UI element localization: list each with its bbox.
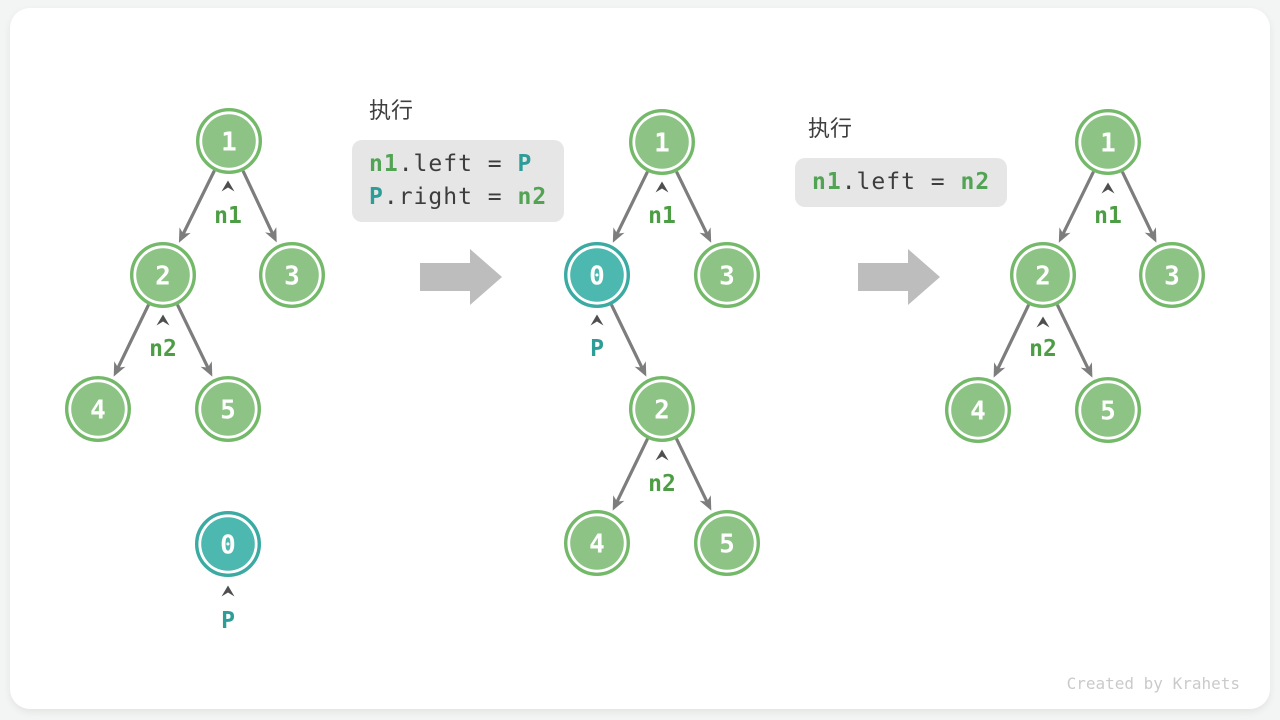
code-line: n1.left = n2 <box>812 166 990 199</box>
code-token: .left = <box>398 151 518 177</box>
code-token: .left = <box>841 169 961 195</box>
exec-label: 执行 <box>369 98 414 123</box>
code-token: n1 <box>369 151 399 177</box>
credit-text: Created by Krahets <box>1066 674 1240 693</box>
code-token: n2 <box>517 184 548 210</box>
code-token: P <box>517 151 533 177</box>
code-token: P <box>369 184 384 210</box>
exec-label: 执行 <box>808 116 853 141</box>
code-box: n1.left = n2 <box>795 158 1008 207</box>
code-line: P.right = n2 <box>369 181 547 214</box>
code-token: .right = <box>383 184 518 210</box>
code-block: 执行 n1.left = n2 <box>795 116 1008 207</box>
code-line: n1.left = P <box>369 148 547 181</box>
code-token: n2 <box>960 169 991 195</box>
code-token: n1 <box>812 169 842 195</box>
